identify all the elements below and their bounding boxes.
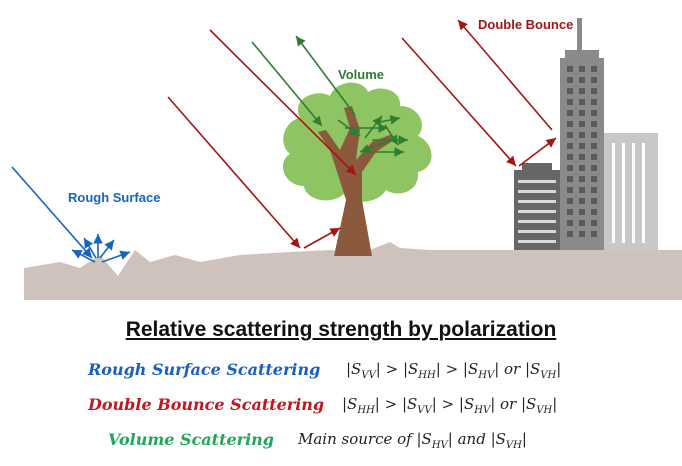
rough-surface-arrows xyxy=(11,166,131,263)
legend-formula-rough: |SVV| > |SHH| > |SHV| or |SVH| xyxy=(346,360,562,381)
tree-trunk xyxy=(318,106,394,256)
legend-formula-volume: Main source of |SHV| and |SVH| xyxy=(298,430,527,451)
building-return-arrow xyxy=(457,19,553,131)
building-window xyxy=(567,220,573,226)
building-window xyxy=(591,132,597,138)
rough-scatter-arrow xyxy=(101,250,131,263)
tree xyxy=(282,82,432,256)
building-window xyxy=(591,77,597,83)
volume-arrows xyxy=(251,35,408,157)
volume-return-arrow xyxy=(295,35,356,116)
rough-scatter-arrow xyxy=(71,249,96,263)
building-light-stripes xyxy=(612,143,645,243)
building-window xyxy=(567,154,573,160)
volume-incident-arrow xyxy=(251,41,323,127)
building-window xyxy=(579,209,585,215)
building-window xyxy=(567,165,573,171)
building-window xyxy=(591,99,597,105)
legend-name-rough: Rough Surface Scattering xyxy=(88,360,321,379)
building-window xyxy=(579,220,585,226)
rough-scatter-arrow xyxy=(83,237,97,259)
building-window xyxy=(591,165,597,171)
incident-arrow xyxy=(209,29,357,176)
building-window xyxy=(591,198,597,204)
building-window xyxy=(579,143,585,149)
building-window xyxy=(567,176,573,182)
building-window xyxy=(567,99,573,105)
building-window xyxy=(591,220,597,226)
building-window xyxy=(567,121,573,127)
label-double-bounce: Double Bounce xyxy=(478,17,573,32)
building-window xyxy=(579,132,585,138)
building-window xyxy=(579,231,585,237)
building-window xyxy=(567,231,573,237)
building-window xyxy=(579,187,585,193)
building-dark-stripes xyxy=(518,180,556,243)
building-window xyxy=(591,121,597,127)
building-window xyxy=(579,121,585,127)
building-window xyxy=(579,66,585,72)
building-window xyxy=(591,231,597,237)
building-incident-arrow xyxy=(401,37,517,167)
building-tall-top xyxy=(565,50,599,60)
buildings xyxy=(514,18,658,250)
building-tall-windows xyxy=(567,66,597,237)
ground xyxy=(24,242,682,300)
building-window xyxy=(567,143,573,149)
legend-name-double-bounce: Double Bounce Scattering xyxy=(88,395,325,414)
building-window xyxy=(591,143,597,149)
building-window xyxy=(567,88,573,94)
label-volume: Volume xyxy=(338,67,384,82)
building-window xyxy=(591,176,597,182)
building-window xyxy=(579,88,585,94)
building-window xyxy=(591,66,597,72)
rough-scatter-arrow xyxy=(99,239,115,259)
building-window xyxy=(579,154,585,160)
building-window xyxy=(567,198,573,204)
building-antenna xyxy=(577,18,582,52)
building-window xyxy=(567,77,573,83)
double-bounce-arrows xyxy=(167,19,557,249)
building-window xyxy=(567,66,573,72)
label-rough-surface: Rough Surface xyxy=(68,190,160,205)
legend-name-volume: Volume Scattering xyxy=(108,430,274,449)
building-light xyxy=(600,133,658,250)
tree-incident-arrow xyxy=(167,96,301,249)
legend-formula-double-bounce: |SHH| > |SVV| > |SHV| or |SVH| xyxy=(342,395,558,416)
building-window xyxy=(591,110,597,116)
building-window xyxy=(579,165,585,171)
building-dark-top xyxy=(522,163,552,172)
building-window xyxy=(591,88,597,94)
building-window xyxy=(579,110,585,116)
building-window xyxy=(579,198,585,204)
building-window xyxy=(591,209,597,215)
tree-bounce-arrow xyxy=(303,227,341,249)
building-window xyxy=(591,187,597,193)
legend-title: Relative scattering strength by polariza… xyxy=(125,318,557,341)
building-bounce-arrow xyxy=(518,137,557,167)
building-window xyxy=(579,99,585,105)
building-window xyxy=(567,209,573,215)
scattering-diagram: Rough Surface Volume Double Bounce xyxy=(11,17,682,300)
rough-incident-arrow xyxy=(11,166,93,259)
building-window xyxy=(567,187,573,193)
building-window xyxy=(591,154,597,160)
building-window xyxy=(567,132,573,138)
building-window xyxy=(567,110,573,116)
building-window xyxy=(579,77,585,83)
building-window xyxy=(579,176,585,182)
